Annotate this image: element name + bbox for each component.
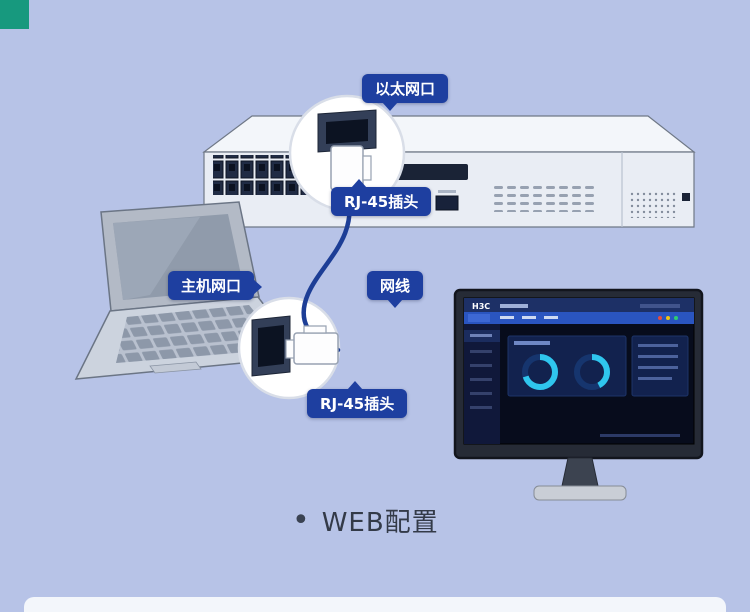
ethernet-port-opening: [326, 119, 368, 144]
gauge-left-value: [522, 354, 558, 390]
speaker-dot-grid: [630, 192, 678, 218]
ui-sidebar: [464, 324, 500, 444]
ui-gauge-panel-title: [514, 341, 550, 345]
ui-menu-item: [544, 316, 558, 319]
switch-illustration: [202, 115, 696, 228]
ui-gauge-panel: [507, 335, 627, 397]
callout-ethernet-port: 以太网口: [362, 74, 449, 111]
ui-top-bar-text: [500, 304, 528, 308]
callout-network-cable: 网线: [367, 271, 424, 308]
caption-text: WEB配置: [321, 508, 439, 538]
power-socket: [682, 193, 690, 201]
monitor-stand-base: [533, 485, 627, 501]
switch-top-face: [202, 115, 696, 153]
callout-rj45-plug-bottom: RJ-45插头: [307, 381, 408, 418]
ui-menu-item: [500, 316, 514, 319]
monitor-screen-ui: H3C: [463, 297, 695, 445]
ui-sidebar-item: [470, 378, 492, 381]
callout-host-port: 主机网口: [168, 271, 263, 300]
console-port-label-strip: [438, 190, 456, 193]
rj45-plug-bottom-icon: [293, 332, 339, 365]
vent-slots: [492, 186, 596, 212]
ui-menu-item: [522, 316, 536, 319]
status-dot-red: [658, 316, 662, 320]
ui-info-line: [638, 344, 678, 347]
ui-sidebar-item: [470, 350, 492, 353]
ui-sidebar-item: [470, 406, 492, 409]
host-port-opening: [258, 325, 284, 367]
h3c-logo: H3C: [472, 302, 490, 311]
console-port: [435, 195, 459, 211]
rj45-plug-bottom-clip: [303, 325, 327, 334]
bottom-rounded-bar: [24, 597, 726, 612]
ui-top-bar: [464, 298, 694, 312]
corner-accent-square: [0, 0, 29, 29]
caption-web-config: • WEB配置: [292, 502, 439, 539]
ui-sidebar-item: [470, 364, 492, 367]
laptop-port-detail: [251, 315, 339, 377]
ui-menu-bar: [464, 312, 694, 324]
ui-info-line: [638, 377, 672, 380]
ui-top-bar-right-text: [640, 304, 680, 308]
ui-copyright-line: [600, 434, 680, 437]
ui-menu-active-tab: [468, 314, 490, 322]
caption-bullet: •: [292, 502, 310, 538]
ui-sidebar-item: [470, 392, 492, 395]
monitor-stand-neck: [561, 457, 599, 487]
laptop-touchpad: [149, 361, 202, 374]
ui-sidebar-item: [470, 334, 492, 337]
gauge-right-value: [574, 354, 610, 390]
rj45-plug-top-clip: [362, 155, 372, 181]
ui-info-line: [638, 366, 678, 369]
status-dot-green: [674, 316, 678, 320]
status-dot-yellow: [666, 316, 670, 320]
callout-rj45-plug-top: RJ-45插头: [331, 179, 432, 216]
ui-info-line: [638, 355, 678, 358]
laptop-screen-glare: [113, 217, 200, 300]
monitor-illustration: H3C: [453, 288, 704, 501]
